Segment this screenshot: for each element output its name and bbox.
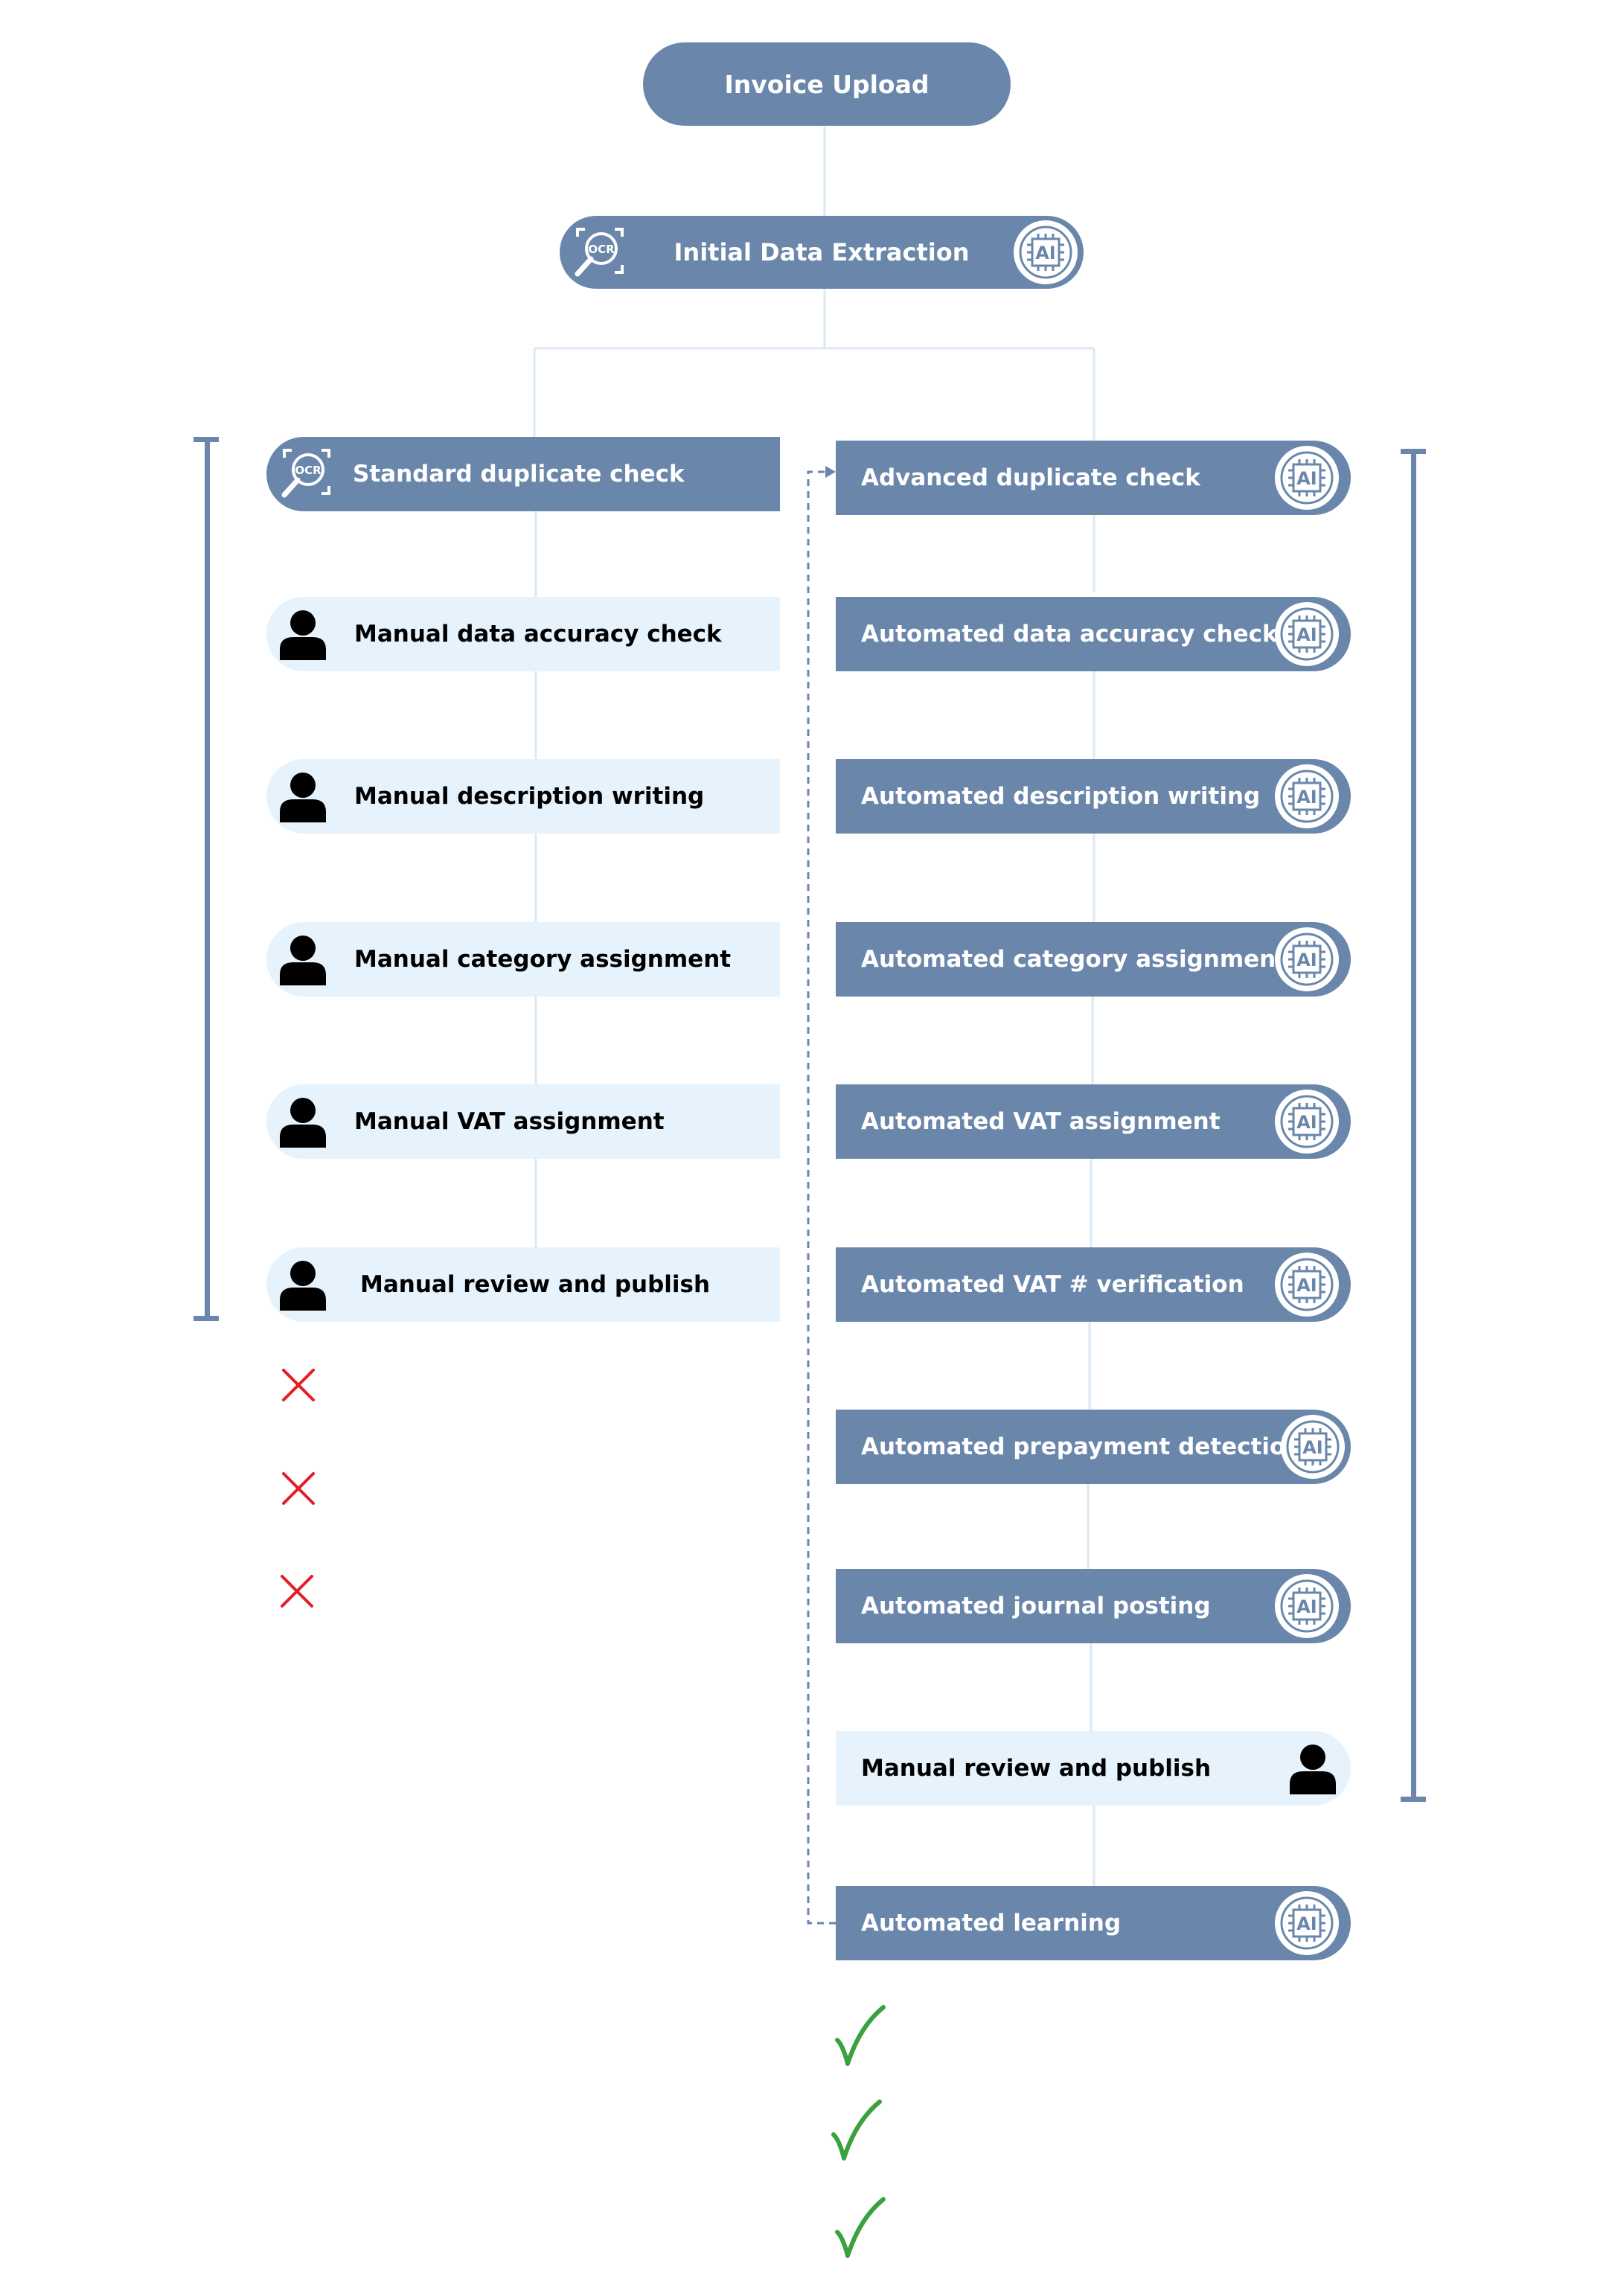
node-automated-learning: Automated learning AI [836, 1886, 1351, 1960]
node-automated-description-writing: Automated description writing AI [836, 759, 1351, 834]
node-label: Automated journal posting [861, 1593, 1211, 1619]
person-icon [280, 773, 326, 822]
node-initial-extraction: OCR Initial Data Extraction AI [560, 216, 1084, 289]
svg-text:AI: AI [1296, 624, 1317, 645]
node-label: Manual VAT assignment [354, 1108, 665, 1135]
svg-text:OCR: OCR [295, 464, 322, 477]
feedback-loop-dashed [807, 470, 836, 1925]
node-label: Invoice Upload [724, 69, 930, 99]
node-label: Automated category assignment [861, 946, 1287, 973]
svg-text:AI: AI [1035, 243, 1056, 263]
svg-text:AI: AI [1296, 787, 1317, 808]
ocr-magnifier-icon: OCR [575, 228, 624, 277]
ai-chip-icon: AI [1275, 1574, 1339, 1638]
svg-text:AI: AI [1296, 1275, 1317, 1296]
node-label: Automated prepayment detection [861, 1433, 1302, 1460]
ai-chip-icon: AI [1275, 764, 1339, 828]
node-standard-duplicate-check: OCR Standard duplicate check [266, 437, 780, 511]
node-label: Manual data accuracy check [354, 621, 722, 647]
ai-chip-icon: AI [1014, 220, 1078, 284]
ai-chip-icon: AI [1281, 1415, 1345, 1479]
ai-chip-icon: AI [1275, 1090, 1339, 1154]
cross-icon [282, 1472, 315, 1505]
svg-text:AI: AI [1302, 1437, 1323, 1458]
person-icon [1290, 1745, 1336, 1794]
svg-text:AI: AI [1296, 468, 1317, 489]
node-label: Manual category assignment [354, 946, 732, 973]
node-manual-category-assignment: Manual category assignment [266, 922, 780, 997]
node-label: Initial Data Extraction [674, 238, 970, 266]
ai-chip-icon: AI [1275, 446, 1339, 510]
check-icon [831, 2100, 882, 2161]
person-icon [280, 1261, 326, 1311]
cross-icon [281, 1575, 313, 1608]
node-label: Automated description writing [861, 783, 1261, 810]
svg-text:AI: AI [1296, 1913, 1317, 1934]
person-icon [280, 1098, 326, 1148]
node-label: Standard duplicate check [353, 461, 685, 487]
ai-chip-icon: AI [1275, 927, 1339, 991]
node-label: Advanced duplicate check [861, 464, 1200, 491]
check-icon [835, 2197, 886, 2258]
node-label: Automated VAT # verification [861, 1271, 1244, 1298]
svg-text:AI: AI [1296, 1112, 1317, 1133]
node-label: Manual review and publish [360, 1271, 711, 1298]
node-automated-vat-assignment: Automated VAT assignment AI [836, 1084, 1351, 1159]
node-automated-journal-posting: Automated journal posting AI [836, 1569, 1351, 1643]
node-automated-vat-verification: Automated VAT # verification AI [836, 1247, 1351, 1322]
ai-chip-icon: AI [1275, 1891, 1339, 1955]
node-label: Manual description writing [354, 783, 705, 810]
person-icon [280, 936, 326, 985]
ocr-magnifier-icon: OCR [281, 449, 330, 498]
node-invoice-upload: Invoice Upload [643, 42, 1011, 126]
node-manual-vat-assignment: Manual VAT assignment [266, 1084, 780, 1159]
person-icon [280, 610, 326, 660]
node-automated-prepayment-detection: Automated prepayment detection AI [836, 1410, 1351, 1484]
node-advanced-duplicate-check: Advanced duplicate check AI [836, 441, 1351, 515]
cross-icon [282, 1369, 315, 1401]
node-automated-category-assignment: Automated category assignment AI [836, 922, 1351, 997]
node-manual-description-writing: Manual description writing [266, 759, 780, 834]
ai-chip-icon: AI [1275, 1253, 1339, 1317]
node-label: Automated learning [861, 1910, 1122, 1937]
check-icon [835, 2005, 886, 2066]
feedback-loop-arrowhead [825, 466, 836, 478]
svg-text:AI: AI [1296, 950, 1317, 970]
node-label: Automated data accuracy check [861, 621, 1278, 647]
node-label: Manual review and publish [861, 1755, 1212, 1782]
node-label: Automated VAT assignment [861, 1108, 1221, 1135]
svg-text:AI: AI [1296, 1596, 1317, 1617]
svg-text:OCR: OCR [588, 243, 615, 256]
node-manual-data-accuracy-check: Manual data accuracy check [266, 597, 780, 671]
node-automated-data-accuracy-check: Automated data accuracy check AI [836, 597, 1351, 671]
node-manual-review-and-publish-left: Manual review and publish [266, 1247, 780, 1322]
node-manual-review-and-publish-right: Manual review and publish [836, 1731, 1351, 1806]
ai-chip-icon: AI [1275, 602, 1339, 666]
